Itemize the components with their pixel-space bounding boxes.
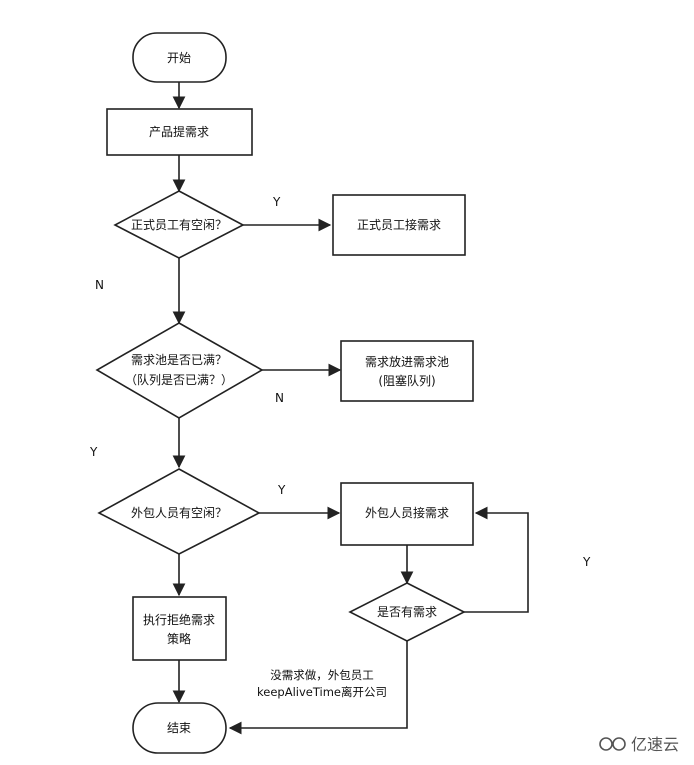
edge-no-request-to-end	[228, 641, 408, 735]
product-request-box	[106, 108, 253, 156]
edge-has-request-loop	[464, 506, 529, 613]
reject-box	[132, 596, 227, 661]
has-request-label: 是否有需求	[377, 605, 437, 619]
pool-full-label-line1: 需求池是否已满？	[131, 353, 227, 367]
edges	[172, 82, 529, 735]
put-pool-box	[340, 340, 474, 402]
edge-label-outsource-yes: Y	[277, 483, 286, 497]
pool-full-label-line2: （队列是否已满？）	[125, 372, 233, 387]
edge-label-pool-yes: Y	[89, 445, 98, 459]
employee-free-decision	[113, 190, 245, 259]
edge-label-idle-line2: keepAliveTime离开公司	[257, 685, 387, 699]
has-request-decision	[348, 582, 466, 642]
put-pool-label-line1: 需求放进需求池	[365, 354, 449, 369]
nodes: 开始 产品提需求 正式员工有空闲？ 正式员工接需求 需求池是否已满？ （队列是否…	[95, 32, 474, 754]
end-label: 结束	[167, 721, 191, 735]
product-request-label: 产品提需求	[149, 124, 209, 139]
outsource-take-box	[340, 482, 474, 546]
put-pool-label-line2: (阻塞队列)	[378, 373, 435, 388]
edge-label-employee-yes: Y	[272, 195, 281, 209]
edge-label-loop-yes: Y	[582, 555, 591, 569]
reject-label-line1: 执行拒绝需求	[143, 612, 215, 627]
cloud-logo-icon	[599, 737, 626, 751]
reject-label-line2: 策略	[167, 631, 191, 646]
start-label: 开始	[167, 51, 191, 65]
start-node	[132, 32, 227, 83]
outsource-free-decision	[97, 468, 261, 555]
employee-free-label: 正式员工有空闲？	[131, 218, 227, 232]
employee-take-label: 正式员工接需求	[357, 217, 441, 232]
edge-label-pool-no: N	[275, 391, 284, 405]
edge-labels: Y N N Y Y Y 没需求做，外包员工 keepAliveTime离开公司	[89, 195, 591, 699]
outsource-free-label: 外包人员有空闲？	[131, 506, 227, 520]
end-node	[132, 702, 227, 754]
edge-label-employee-no: N	[95, 278, 104, 292]
outsource-take-label: 外包人员接需求	[365, 505, 449, 520]
watermark: 亿速云	[599, 735, 679, 754]
edge-label-idle-line1: 没需求做，外包员工	[270, 668, 374, 682]
employee-take-box	[332, 194, 466, 256]
pool-full-decision	[95, 322, 264, 419]
watermark-text: 亿速云	[631, 735, 679, 754]
